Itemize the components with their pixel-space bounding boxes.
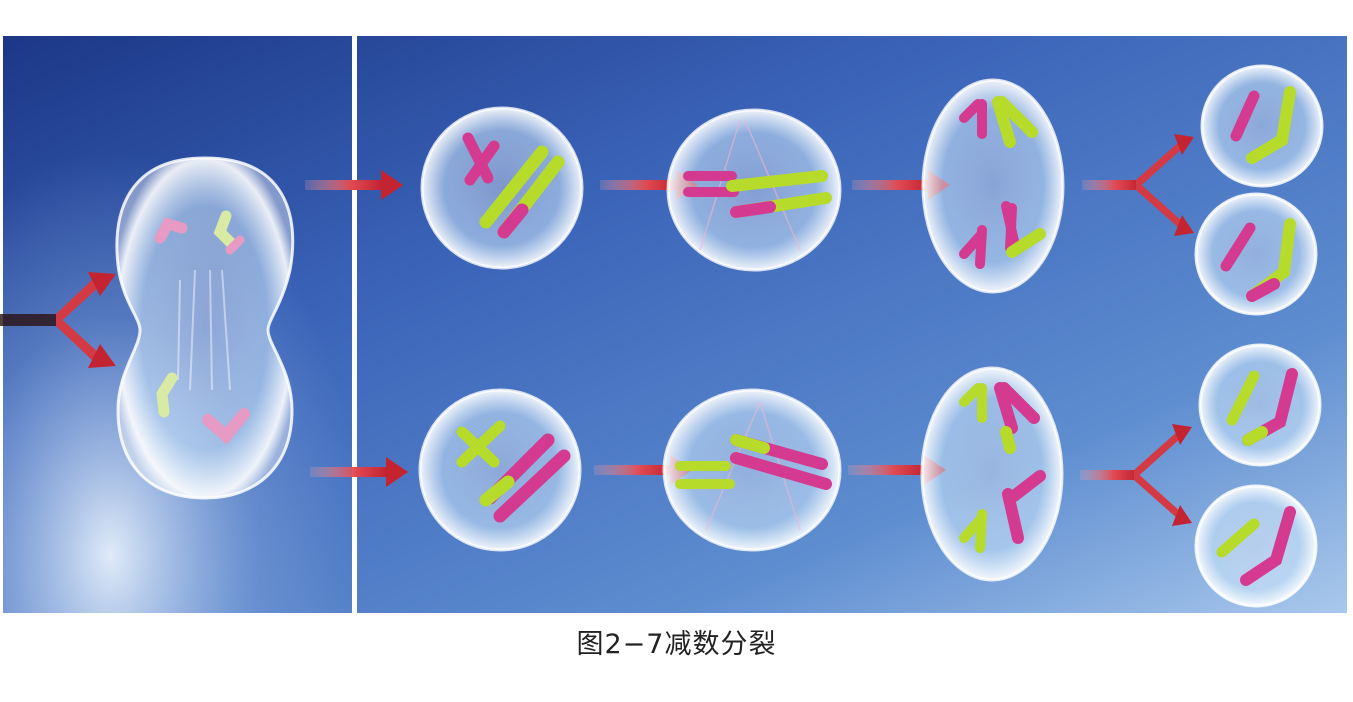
top-gamete-1: [1200, 64, 1324, 188]
bottom-gamete-1: [1198, 343, 1322, 467]
entry-fork-arrow: [0, 272, 116, 368]
top-gamete-2: [1194, 192, 1318, 316]
figure-number: 图2−7: [576, 629, 665, 660]
top-cell-metaphase: [666, 108, 842, 272]
bottom-cell-anaphase: [920, 366, 1064, 582]
stage-divider: [352, 36, 357, 613]
figure-title: 减数分裂: [664, 629, 777, 660]
top-cell-anaphase: [921, 78, 1065, 294]
bottom-gamete-2: [1194, 484, 1318, 608]
parent-cell-dividing: [115, 156, 295, 500]
figure-caption: 图2−7减数分裂: [0, 622, 1353, 661]
top-cell-prophase: [420, 106, 584, 270]
bottom-cell-prophase: [418, 388, 582, 552]
bottom-cell-metaphase: [662, 388, 842, 552]
